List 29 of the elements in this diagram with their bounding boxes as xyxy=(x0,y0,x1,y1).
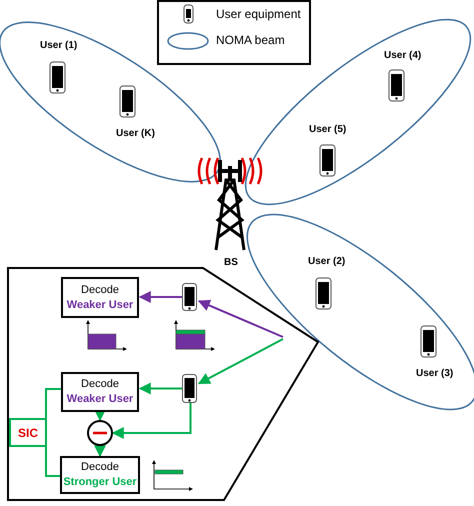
smartphone-icon xyxy=(182,283,197,311)
sic-box: SIC xyxy=(9,418,47,447)
user-label: User (1) xyxy=(40,40,78,51)
user-label: User (3) xyxy=(416,368,454,379)
arrow xyxy=(112,403,192,439)
user-type-label: Weaker User xyxy=(66,298,134,312)
decode-label: Decode xyxy=(81,282,119,298)
user-label: User (K) xyxy=(116,128,155,139)
arrow xyxy=(198,300,284,338)
base-station-label: BS xyxy=(224,257,238,268)
decode-box xyxy=(60,456,140,494)
user-label: User (4) xyxy=(384,50,422,61)
user-label: User (5) xyxy=(309,124,346,135)
arrow xyxy=(94,445,106,458)
user-type-label: Stronger User xyxy=(63,475,137,490)
decode-box xyxy=(61,372,139,412)
user-label: User (2) xyxy=(308,256,346,267)
user-type-label: Weaker User xyxy=(66,392,134,407)
bracket-line xyxy=(45,447,60,477)
decode-label: Decode xyxy=(81,377,119,392)
arrow xyxy=(198,338,284,384)
smartphone-icon xyxy=(182,374,197,403)
decode-box xyxy=(61,277,139,318)
decode-label: Decode xyxy=(81,460,119,475)
legend-label: User equipment xyxy=(216,7,301,21)
arrow xyxy=(138,382,182,394)
bracket-line xyxy=(45,388,61,418)
legend-label: NOMA beam xyxy=(216,33,285,47)
arrow xyxy=(138,291,182,303)
